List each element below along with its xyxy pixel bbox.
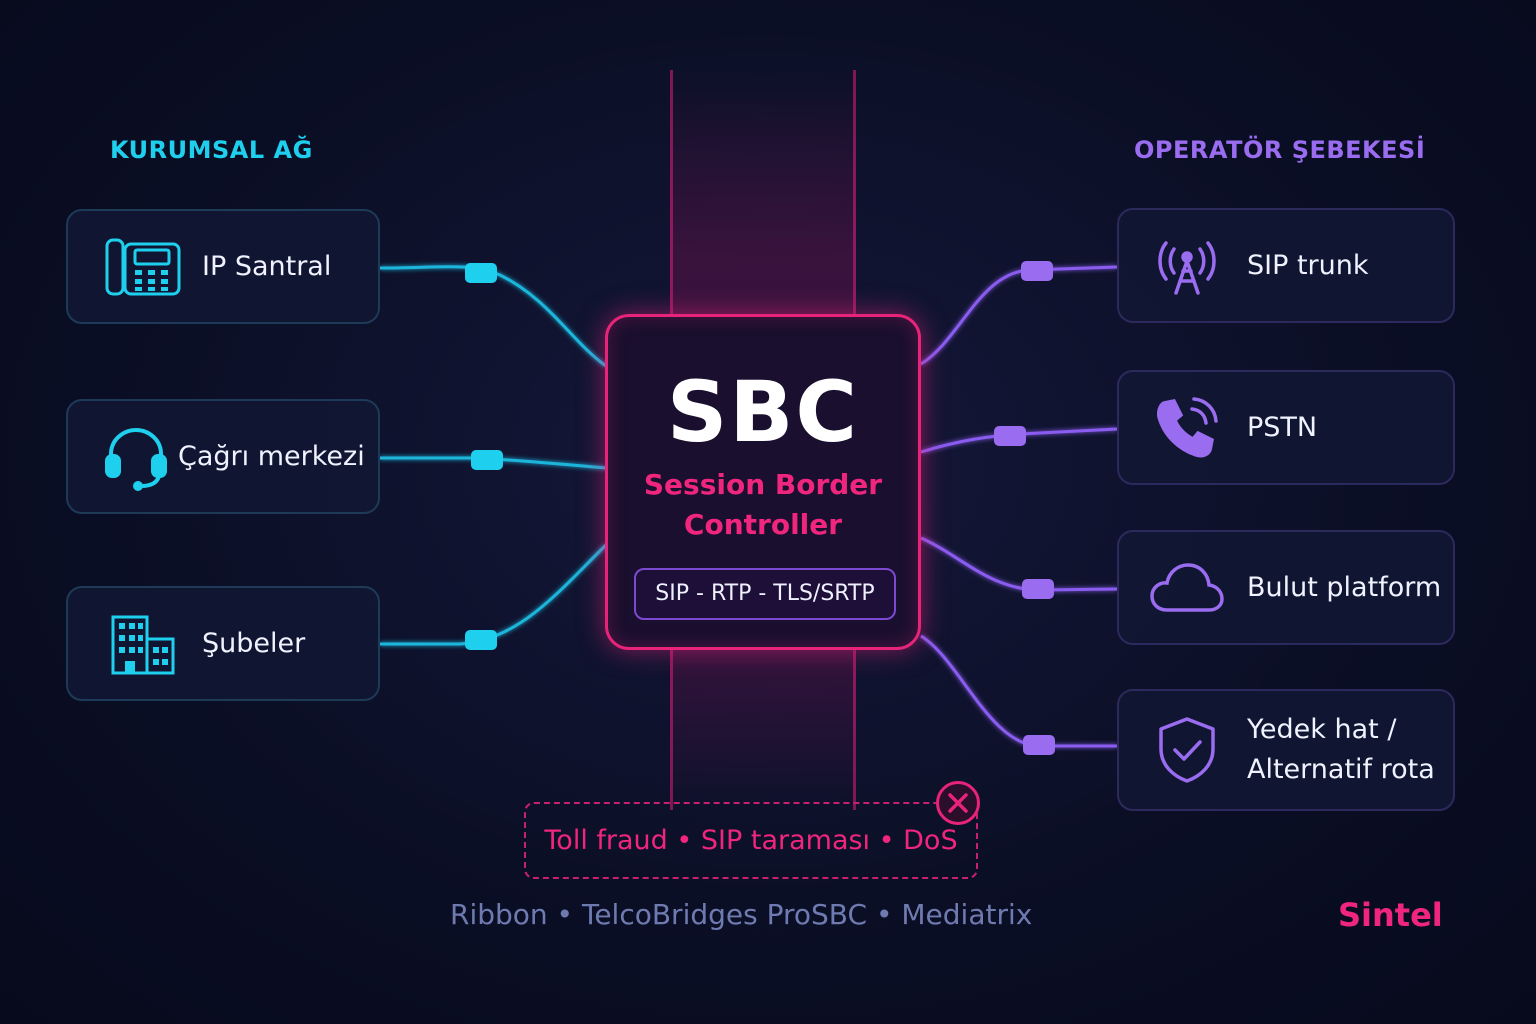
node-label: Şubeler — [202, 627, 306, 659]
connector-sip-trunk — [1021, 261, 1053, 281]
node-label: Bulut platform — [1247, 571, 1442, 603]
node-ip-santral: IP Santral — [66, 209, 380, 324]
node-label-line2: Alternatif rota — [1247, 754, 1435, 785]
cloud-icon — [1147, 553, 1227, 623]
wire-yedek-hat — [920, 634, 1117, 748]
node-pstn: PSTN — [1117, 370, 1455, 485]
node-label-line1: Yedek hat / — [1247, 714, 1397, 745]
node-label: Yedek hat / Alternatif rota — [1247, 710, 1435, 790]
connector-bulut — [1022, 579, 1054, 599]
enterprise-network-title: KURUMSAL AĞ — [110, 136, 313, 164]
wire-bulut — [920, 536, 1118, 592]
shield-check-icon — [1147, 715, 1227, 785]
connector-ip-santral — [465, 263, 497, 283]
threat-box: Toll fraud • SIP taraması • DoS — [524, 802, 978, 879]
vendor-list: Ribbon • TelcoBridges ProSBC • Mediatrix — [450, 898, 1033, 931]
wire-subeler — [380, 543, 608, 646]
wire-ip-santral — [379, 265, 607, 368]
protocol-badge: SIP - RTP - TLS/SRTP — [634, 568, 896, 620]
wire-sip-trunk — [920, 265, 1118, 366]
connector-pstn — [994, 426, 1026, 446]
sbc-subtitle-line2: Controller — [683, 508, 843, 541]
buildings-icon — [102, 609, 184, 679]
sbc-subtitle-line1: Session Border — [643, 468, 883, 501]
node-subeler: Şubeler — [66, 586, 380, 701]
node-yedek-hat: Yedek hat / Alternatif rota — [1117, 689, 1455, 811]
sbc-title: SBC — [666, 363, 860, 461]
phone-call-icon — [1147, 393, 1227, 463]
ip-phone-icon — [102, 232, 184, 302]
node-label: Çağrı merkezi — [178, 440, 365, 472]
connector-yedek-hat — [1023, 735, 1055, 755]
node-label: PSTN — [1247, 411, 1318, 443]
connector-cagri-merkezi — [471, 450, 503, 470]
antenna-icon — [1147, 231, 1227, 301]
sbc-box: SBC Session Border Controller SIP - RTP … — [605, 314, 921, 650]
connector-subeler — [465, 630, 497, 650]
node-bulut-platform: Bulut platform — [1117, 530, 1455, 645]
brand-logo: Sintel — [1338, 896, 1443, 934]
node-label: IP Santral — [202, 250, 332, 282]
operator-network-title: OPERATÖR ŞEBEKESİ — [1134, 136, 1426, 164]
node-cagri-merkezi: Çağrı merkezi — [66, 399, 380, 514]
node-label: SIP trunk — [1247, 249, 1369, 281]
sbc-subtitle: Session Border Controller — [608, 465, 918, 545]
headset-icon — [98, 422, 174, 492]
close-circle-icon — [936, 781, 980, 825]
node-sip-trunk: SIP trunk — [1117, 208, 1455, 323]
